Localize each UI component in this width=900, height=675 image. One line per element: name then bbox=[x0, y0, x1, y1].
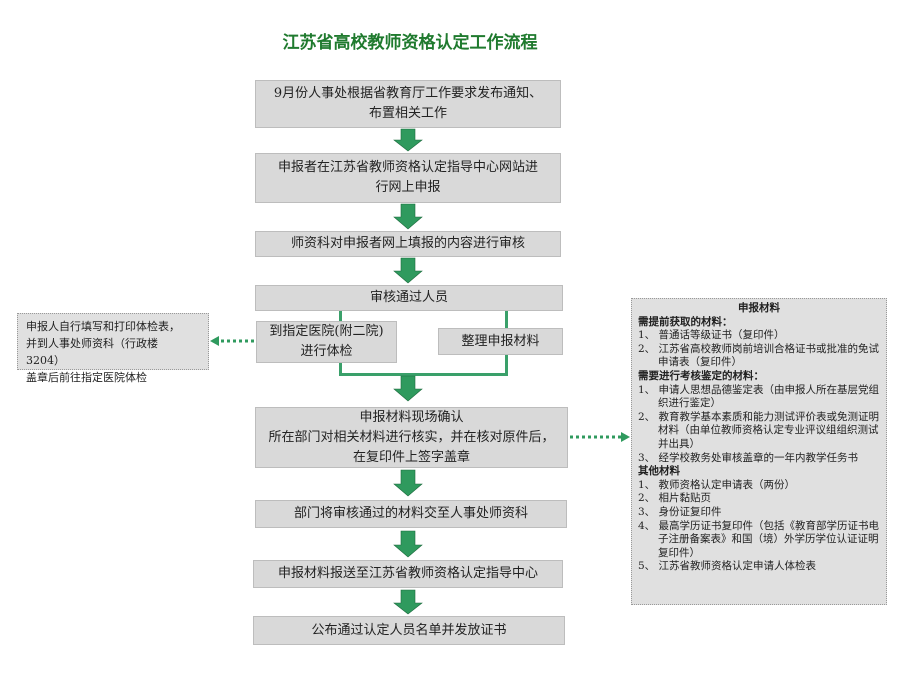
step-prepare-materials: 整理申报材料 bbox=[438, 328, 563, 355]
section-title: 需要进行考核鉴定的材料： bbox=[638, 369, 764, 382]
dotted-arrow-right bbox=[570, 432, 630, 442]
material-item: 2、 教育教学基本素质和能力测试评价表或免测证明材料（由单位教师资格认定专业评议… bbox=[638, 410, 880, 450]
section-title: 需提前获取的材料： bbox=[638, 315, 733, 328]
connector-line bbox=[339, 311, 342, 321]
materials-heading: 申报材料 bbox=[738, 302, 780, 314]
material-item: 1、 申请人思想品德鉴定表（由申报人所在基层党组织进行鉴定） bbox=[638, 383, 880, 410]
material-item: 1、 普通话等级证书（复印件） bbox=[638, 329, 785, 342]
page-title: 江苏省高校教师资格认定工作流程 bbox=[282, 33, 538, 53]
dotted-arrow-left bbox=[210, 336, 254, 346]
connector-line bbox=[339, 373, 508, 376]
materials-panel: 申报材料 需提前获取的材料： 1、 普通话等级证书（复印件） 2、 江苏省高校教… bbox=[631, 298, 887, 605]
section-title: 其他材料 bbox=[638, 465, 680, 478]
material-item: 2、 相片黏贴页 bbox=[638, 492, 712, 505]
material-item: 2、 江苏省高校教师岗前培训合格证书或批准的免试申请表（复印件） bbox=[638, 342, 880, 369]
connector-line bbox=[505, 355, 508, 375]
step-medical-exam: 到指定医院(附二院) 进行体检 bbox=[256, 321, 397, 363]
material-item: 3、 身份证复印件 bbox=[638, 505, 722, 518]
connector-line bbox=[505, 311, 508, 328]
material-item: 5、 江苏省教师资格认定申请人体检表 bbox=[638, 560, 817, 573]
down-arrow bbox=[393, 589, 423, 615]
step-online-review: 师资科对申报者网上填报的内容进行审核 bbox=[255, 231, 561, 257]
step-onsite-confirmation: 申报材料现场确认 所在部门对相关材料进行核实，并在核对原件后， 在复印件上签字盖… bbox=[255, 407, 568, 468]
connector-line bbox=[339, 363, 342, 375]
down-arrow bbox=[393, 530, 423, 558]
step-publish-notice: 9月份人事处根据省教育厅工作要求发布通知、 布置相关工作 bbox=[255, 80, 561, 128]
material-item: 4、 最高学历证书复印件（包括《教育部学历证书电子注册备案表》和国（境）外学历学… bbox=[638, 519, 880, 559]
step-submit-to-center: 申报材料报送至江苏省教师资格认定指导中心 bbox=[253, 560, 563, 588]
material-item: 1、 教师资格认定申请表（两份） bbox=[638, 478, 796, 491]
step-approved-applicants: 审核通过人员 bbox=[255, 285, 563, 311]
medical-form-note: 申报人自行填写和打印体检表， 并到人事处师资科（行政楼 3204） 盖章后前往指… bbox=[17, 313, 209, 384]
step-submit-to-hr: 部门将审核通过的材料交至人事处师资科 bbox=[255, 500, 567, 528]
down-arrow bbox=[393, 469, 423, 497]
down-arrow bbox=[393, 257, 423, 284]
down-arrow bbox=[393, 128, 423, 152]
down-arrow bbox=[393, 203, 423, 230]
material-item: 3、 经学校教务处审核盖章的一年内教学任务书 bbox=[638, 451, 859, 464]
step-online-application: 申报者在江苏省教师资格认定指导中心网站进 行网上申报 bbox=[255, 153, 561, 203]
step-publish-results: 公布通过认定人员名单并发放证书 bbox=[253, 616, 565, 645]
down-arrow bbox=[393, 375, 423, 402]
